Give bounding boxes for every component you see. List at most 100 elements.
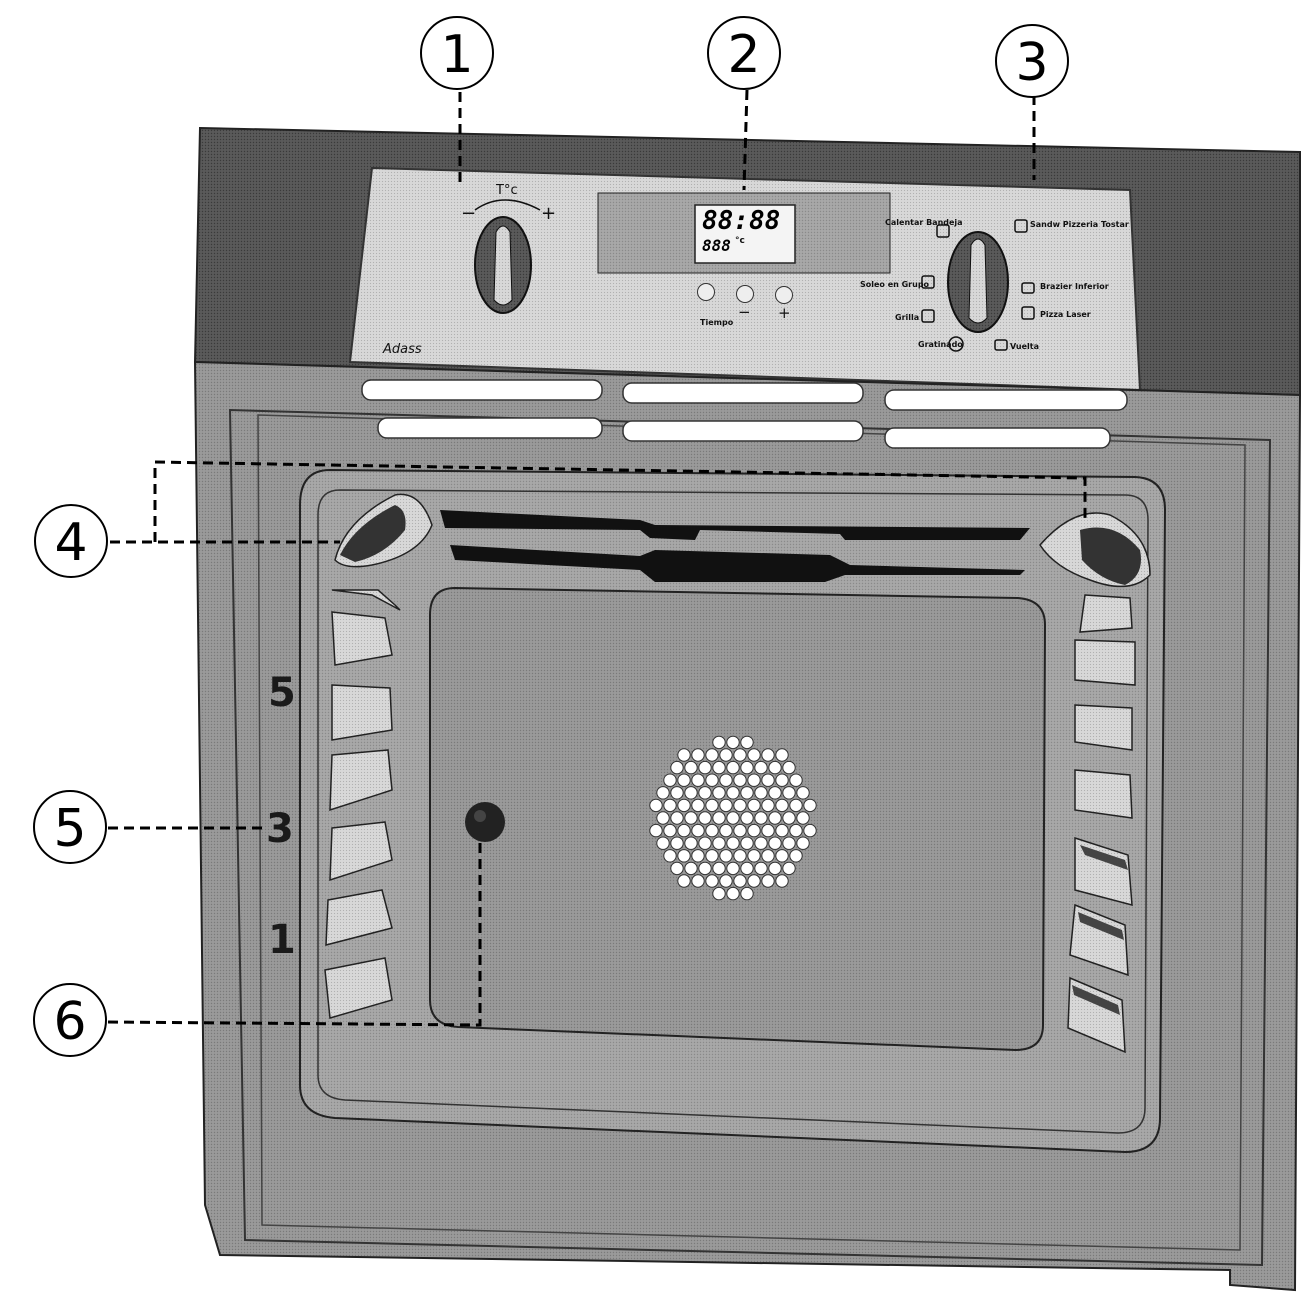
fan-hole	[726, 786, 740, 800]
fan-hole	[789, 823, 803, 838]
display-button-plus[interactable]	[775, 286, 793, 304]
function-label-sandw: Sandw Pizzeria Tostar	[1030, 220, 1129, 229]
function-label-calentar: Calentar Bandeja	[885, 218, 963, 227]
fan-hole	[754, 760, 768, 775]
lamp-right	[1039, 512, 1151, 588]
brand-logo: Adass	[383, 342, 422, 357]
fan-hole	[677, 798, 691, 813]
fan-hole	[775, 748, 789, 762]
fan-hole	[775, 773, 789, 787]
fan-hole	[782, 811, 796, 825]
display-unit: °c	[735, 236, 745, 246]
fan-hole	[733, 849, 747, 863]
fan-hole	[719, 773, 733, 787]
fan-hole	[698, 760, 712, 775]
fan-hole	[754, 786, 768, 800]
fan-hole	[705, 823, 719, 838]
fan-hole	[670, 811, 684, 825]
display-button-minus[interactable]	[736, 285, 754, 303]
fan-hole	[796, 811, 810, 825]
display-small-readout: 888	[702, 236, 731, 255]
fan-hole	[649, 798, 663, 813]
fan-hole	[677, 773, 691, 787]
fan-hole	[789, 773, 803, 787]
fan-hole	[719, 849, 733, 863]
vent-slots	[361, 379, 1128, 449]
fan-hole	[761, 798, 775, 813]
fan-hole	[691, 874, 705, 888]
fan-hole	[768, 811, 782, 825]
function-label-soleo: Soleo en Grupo	[860, 280, 930, 289]
fan-hole	[663, 798, 677, 813]
fan-hole	[747, 773, 761, 787]
fan-hole	[726, 861, 740, 876]
fan-hole	[796, 786, 810, 800]
fan-hole	[740, 786, 754, 800]
fan-hole	[691, 748, 705, 762]
fan-hole	[691, 849, 705, 863]
function-label-grilla: Grilla	[895, 313, 920, 322]
fan-hole	[789, 849, 803, 863]
fan-hole	[754, 811, 768, 825]
callout-6: 6	[33, 983, 107, 1057]
plus-button-label: +	[778, 304, 791, 322]
fan-hole	[740, 735, 754, 750]
fan-hole	[698, 811, 712, 825]
callout-2: 2	[707, 16, 781, 90]
fan-hole	[663, 773, 677, 787]
function-label-gratinado: Gratinado	[918, 340, 963, 349]
fan-hole	[712, 861, 726, 876]
fan-hole	[719, 798, 733, 813]
fan-hole	[775, 823, 789, 838]
fan-hole	[803, 823, 817, 838]
fan-hole	[768, 836, 782, 850]
fan-hole	[663, 823, 677, 838]
fan-hole	[691, 798, 705, 813]
fan-hole	[705, 748, 719, 762]
fan-hole	[670, 836, 684, 850]
function-knob	[947, 231, 1009, 333]
fan-hole	[712, 886, 726, 901]
fan-hole	[712, 760, 726, 775]
fan-hole	[705, 849, 719, 863]
fan-hole	[775, 849, 789, 863]
fan-hole	[782, 786, 796, 800]
fan-hole	[712, 836, 726, 850]
function-label-brazier: Brazier Inferior	[1040, 282, 1109, 291]
fan-hole	[761, 823, 775, 838]
fan-hole	[782, 760, 796, 775]
probe-socket	[465, 802, 505, 842]
fan-hole	[656, 836, 670, 850]
display-button-left[interactable]	[697, 283, 715, 301]
grill-element-upper	[440, 510, 1030, 540]
fan-hole	[670, 861, 684, 876]
fan-hole	[691, 773, 705, 787]
fan-hole	[712, 786, 726, 800]
fan-hole	[782, 836, 796, 850]
callout-3: 3	[995, 24, 1069, 98]
fan-hole	[684, 760, 698, 775]
function-label-vuelta: Vuelta	[1010, 342, 1039, 351]
tiempo-label: Tiempo	[700, 318, 734, 327]
callout-4: 4	[34, 504, 108, 578]
fan-hole	[796, 836, 810, 850]
fan-hole	[761, 748, 775, 762]
temp-knob-label: T°c	[496, 183, 518, 198]
fan-hole	[677, 849, 691, 863]
lamp-left	[334, 493, 433, 568]
leader-lines	[107, 89, 1087, 1027]
fan-hole	[691, 823, 705, 838]
fan-hole	[684, 786, 698, 800]
fan-hole	[719, 823, 733, 838]
fan-hole	[726, 836, 740, 850]
shelf-number-middle: 3	[266, 806, 294, 852]
fan-hole	[656, 811, 670, 825]
fan-hole	[747, 874, 761, 888]
fan-hole	[726, 760, 740, 775]
fan-hole	[670, 786, 684, 800]
fan-hole	[740, 836, 754, 850]
fan-hole	[740, 861, 754, 876]
fan-hole	[719, 874, 733, 888]
fan-hole	[712, 735, 726, 750]
